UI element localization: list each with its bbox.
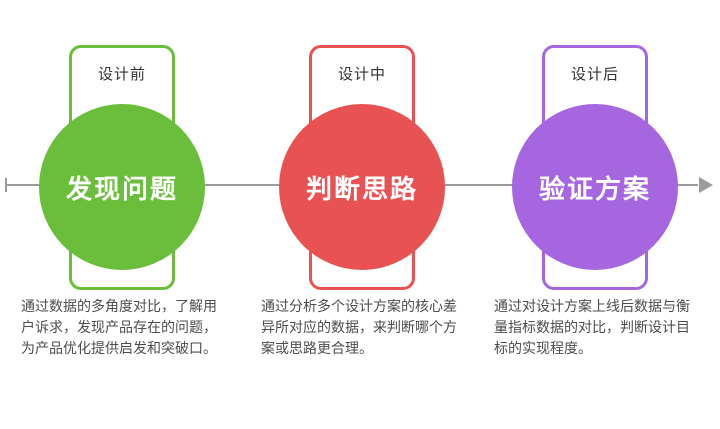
stage-description: 通过数据的多角度对比，了解用户诉求，发现产品存在的问题，为产品优化提供启发和突破… — [21, 298, 217, 356]
stage-label: 设计前 — [97, 66, 146, 83]
stage-circle-title: 验证方案 — [538, 173, 651, 204]
stage-label: 设计中 — [337, 66, 386, 83]
stage-circle-title: 发现问题 — [65, 173, 178, 204]
stage-description: 通过对设计方案上线后数据与衡量指标数据的对比，判断设计目标的实现程度。 — [494, 298, 690, 356]
stage-label: 设计后 — [570, 66, 619, 83]
stage-before-design: 设计前 发现问题 通过数据的多角度对比，了解用户诉求，发现产品存在的问题，为产品… — [4, 0, 240, 429]
stage-circle: 发现问题 — [39, 104, 205, 270]
stage-after-design: 设计后 验证方案 通过对设计方案上线后数据与衡量指标数据的对比，判断设计目标的实… — [477, 0, 713, 429]
stage-description: 通过分析多个设计方案的核心差异所对应的数据，来判断哪个方案或思路更合理。 — [261, 298, 457, 356]
timeline-arrow-icon — [699, 177, 713, 193]
stage-during-design: 设计中 判断思路 通过分析多个设计方案的核心差异所对应的数据，来判断哪个方案或思… — [244, 0, 480, 429]
stage-circle-title: 判断思路 — [305, 173, 418, 204]
timeline-start-cap — [5, 178, 7, 192]
stage-circle: 判断思路 — [279, 104, 445, 270]
stage-circle: 验证方案 — [512, 104, 678, 270]
